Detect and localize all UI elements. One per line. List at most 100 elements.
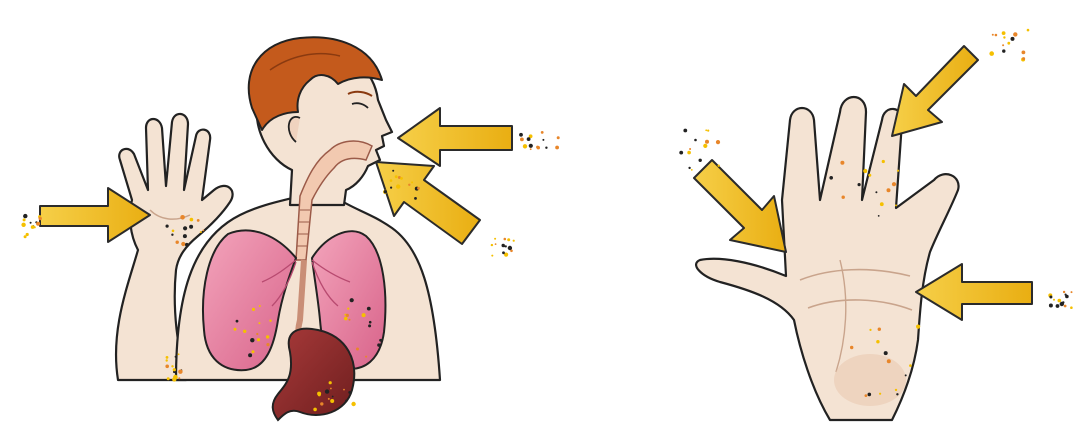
particle-dot <box>1060 302 1064 306</box>
arrow-to-palm-right <box>916 264 1032 320</box>
particle-dot <box>1065 294 1067 296</box>
particle-dot <box>707 130 709 132</box>
particle-dot <box>1049 296 1052 299</box>
particle-dot <box>349 319 351 321</box>
particle-dot <box>895 204 897 206</box>
particle-dot <box>367 307 371 311</box>
particle-dot <box>508 246 512 250</box>
particle-dot <box>519 133 523 137</box>
particle-dot <box>346 314 349 317</box>
particle-dot <box>520 138 524 142</box>
particle-dot <box>21 223 25 227</box>
particle-dot <box>369 321 372 324</box>
particle-dot <box>344 317 348 321</box>
particle-dot <box>527 137 531 141</box>
particle-dot <box>411 181 413 183</box>
particle-dot <box>395 175 398 178</box>
particle-dot <box>348 391 351 394</box>
particle-dot <box>165 365 169 369</box>
particle-dot <box>491 244 493 246</box>
particle-dot <box>858 183 861 186</box>
particle-dot <box>414 197 417 200</box>
particle-dot <box>175 356 177 358</box>
particle-dot <box>683 129 687 133</box>
particle-dot <box>1002 31 1006 35</box>
particle-dot <box>718 165 720 167</box>
arrow-to-nose <box>398 108 512 166</box>
particle-dot <box>30 222 32 224</box>
particle-dot <box>691 169 693 171</box>
particle-dot <box>865 394 868 397</box>
particle-dot <box>390 187 392 189</box>
particle-dot <box>343 389 345 391</box>
particle-dot <box>495 243 497 245</box>
particle-dot <box>180 215 185 220</box>
particle-dot <box>166 225 169 228</box>
particle-dot <box>396 184 400 188</box>
particle-dot <box>513 240 515 242</box>
particle-dot <box>1011 37 1015 41</box>
particle-dot <box>1056 304 1060 308</box>
left-panel <box>40 37 512 420</box>
particle-dot <box>545 147 547 149</box>
particle-dot <box>703 144 707 148</box>
particle-dot <box>1063 291 1065 293</box>
particle-dot <box>876 340 879 343</box>
particle-dot <box>879 393 881 395</box>
particle-dot <box>1049 304 1053 308</box>
particle-dot <box>243 330 246 333</box>
particle-dot <box>252 308 255 311</box>
particle-dot <box>166 359 168 361</box>
particle-dot <box>347 308 349 310</box>
particle-dot <box>234 328 237 331</box>
particle-dot <box>542 139 544 141</box>
particle-dot <box>356 348 359 351</box>
particle-dot <box>257 338 260 341</box>
particle-dot <box>494 238 496 240</box>
particle-dot <box>328 398 330 400</box>
particle-dot <box>320 402 323 405</box>
particle-dot <box>167 377 170 380</box>
particle-dot <box>203 230 205 232</box>
particle-dot <box>269 320 271 322</box>
particle-dot <box>1064 305 1067 308</box>
particle-dot <box>716 140 720 144</box>
particle-dot <box>178 370 182 374</box>
particle-dot <box>313 408 317 412</box>
particle-dot <box>1013 32 1017 36</box>
particle-dot <box>842 196 845 199</box>
particle-dot <box>705 129 707 131</box>
particle-dot <box>258 322 260 324</box>
particle-dot <box>189 225 193 229</box>
particle-dot <box>259 305 261 307</box>
particle-dot <box>408 184 410 186</box>
particle-dot <box>555 146 559 150</box>
particle-dot <box>694 139 697 142</box>
particle-dot <box>384 190 387 193</box>
particle-dot <box>840 161 844 165</box>
particle-dot <box>916 325 920 329</box>
particle-dot <box>557 136 560 139</box>
particle-dot <box>166 356 169 359</box>
arrow-to-finger-top <box>892 46 978 136</box>
particle-dot <box>248 353 252 357</box>
particle-dot <box>181 242 185 246</box>
particle-dot <box>529 144 533 148</box>
particle-dot <box>329 381 332 384</box>
particle-dot <box>875 191 877 193</box>
particle-dot <box>330 399 334 403</box>
particle-dot <box>688 167 690 169</box>
particle-dot <box>541 131 544 134</box>
particle-dot <box>1053 299 1055 301</box>
particle-dot <box>905 374 907 376</box>
particle-dot <box>992 34 994 36</box>
particle-dot <box>250 338 254 342</box>
particle-dot <box>379 339 382 342</box>
particle-dot <box>400 177 403 180</box>
particle-dot <box>537 146 540 149</box>
particle-dot <box>183 234 187 238</box>
particle-dot <box>368 324 371 327</box>
particle-dot <box>896 393 898 395</box>
